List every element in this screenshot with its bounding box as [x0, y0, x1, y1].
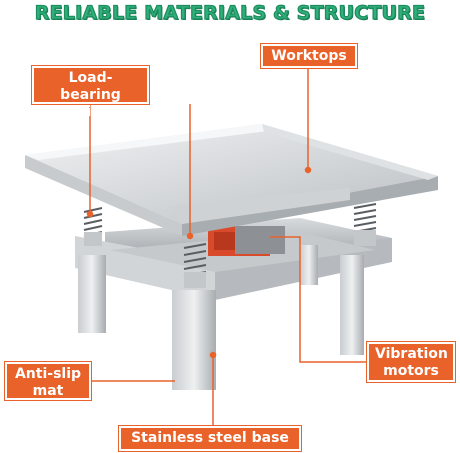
callout-base-label: Stainless steel base	[131, 430, 289, 446]
worktop	[25, 124, 438, 236]
headline: RELIABLE MATERIALS & STRUCTURE	[34, 1, 426, 24]
callout-motors-line1: Vibration	[375, 346, 448, 362]
callout-mat-line2: mat	[32, 383, 64, 399]
vibration-motor	[208, 226, 285, 256]
callout-springs-line2: springs	[61, 104, 120, 120]
callout-springs-line1: Load-bearing	[60, 70, 121, 103]
load-bearing-springs	[83, 203, 377, 277]
callout-worktops: Worktops	[261, 44, 357, 68]
callout-vibration-motors: Vibration motors	[367, 342, 455, 382]
leader-lines	[86, 68, 367, 426]
callout-worktops-label: Worktops	[271, 48, 347, 64]
callout-anti-slip-mat: Anti-slip mat	[5, 362, 91, 400]
callout-mat-line1: Anti-slip	[14, 366, 82, 382]
callout-motors-line2: motors	[383, 363, 439, 379]
callout-load-bearing-springs: Load-bearing springs	[32, 66, 149, 120]
callout-stainless-steel-base: Stainless steel base	[119, 426, 301, 451]
